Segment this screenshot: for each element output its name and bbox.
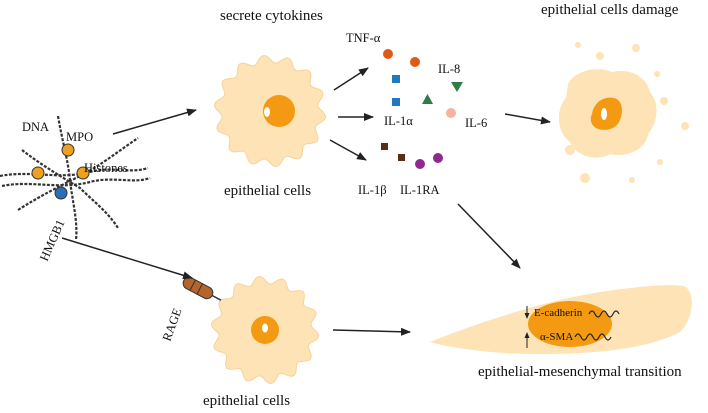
hmgb1-label: HMGB1	[37, 218, 68, 264]
cell-fragment	[575, 42, 581, 48]
neutrophil-extracellular-trap	[0, 115, 151, 241]
arrow-cytokines-to-damage	[504, 113, 551, 125]
rage-body	[182, 276, 214, 300]
dna-label: DNA	[22, 120, 49, 134]
epithelial-cells-top-label: epithelial cells	[224, 183, 311, 199]
histones-label: Histones	[84, 161, 128, 175]
mpo-label: MPO	[66, 130, 93, 144]
il-8-label: IL-8	[438, 62, 460, 76]
mesenchymal-cell	[430, 285, 692, 354]
dna-strand	[0, 166, 149, 178]
arrow-hmgb1-to-rage	[61, 237, 193, 280]
tnf-alpha-glyph	[383, 49, 393, 59]
nucleolus-bottom	[262, 323, 268, 333]
hmgb1-dot	[54, 186, 68, 200]
alpha-sma-label: α-SMA	[540, 331, 573, 343]
cell-fragment	[632, 44, 640, 52]
mesenchymal-nucleus	[528, 301, 612, 347]
epithelial-cells-bottom-label: epithelial cells	[203, 393, 290, 409]
cell-fragment	[629, 177, 635, 183]
epithelial-cells-damage-label: epithelial cells damage	[541, 2, 679, 18]
histone-dot	[76, 166, 90, 180]
emt-label: epithelial-mesenchymal transition	[478, 364, 682, 380]
epithelial-cell-top	[213, 54, 327, 168]
il-6-glyph	[446, 108, 456, 118]
cell-fragment	[681, 122, 689, 130]
rage-label: RAGE	[160, 306, 185, 343]
cell-fragment	[660, 97, 668, 105]
arrow-cell-to-emt	[332, 327, 411, 336]
il-8-glyph	[422, 94, 433, 104]
tnf-alpha-glyph	[410, 57, 420, 67]
alpha-sma-wave	[574, 333, 612, 341]
dna-strand	[21, 149, 119, 229]
secrete-cytokines-label: secrete cytokines	[220, 8, 323, 24]
il-1beta-label: IL-1β	[358, 183, 387, 197]
il-1alpha-label: IL-1α	[384, 114, 413, 128]
epithelial-cell-bottom	[210, 275, 320, 385]
il-1ra-glyph	[415, 159, 425, 169]
tnf-alpha-label: TNF-α	[346, 31, 381, 45]
mpo-dot	[61, 143, 75, 157]
arrow-cell-to-il1b	[329, 139, 367, 161]
damaged-epithelial-cell	[558, 42, 689, 183]
rage-receptor	[182, 276, 222, 301]
histone-dot	[31, 166, 45, 180]
damaged-cell-nucleolus	[601, 108, 607, 120]
arrow-cytokines-to-emt	[457, 203, 521, 269]
e-cadherin-label: E-cadherin	[534, 307, 583, 319]
nucleus-top	[263, 95, 295, 127]
cell-fragment	[565, 145, 575, 155]
cell-fragment	[580, 173, 590, 183]
arrow-net-to-cell	[112, 108, 197, 135]
il-6-label: IL-6	[465, 116, 487, 130]
arrow-cell-to-tnf	[333, 67, 369, 91]
il-8-glyph	[451, 82, 463, 92]
nucleolus-top	[264, 107, 270, 117]
il-1alpha-glyph	[392, 98, 400, 106]
il-1beta-glyph	[381, 143, 388, 150]
il-1alpha-glyph	[392, 75, 400, 83]
e-cadherin-wave	[588, 310, 620, 318]
cell-fragment	[657, 159, 663, 165]
dna-strand	[1, 176, 151, 188]
cell-fragment	[654, 71, 660, 77]
il-1ra-label: IL-1RA	[400, 183, 440, 197]
il-1beta-glyph	[398, 154, 405, 161]
cell-fragment	[596, 52, 604, 60]
il-1ra-glyph	[433, 153, 443, 163]
